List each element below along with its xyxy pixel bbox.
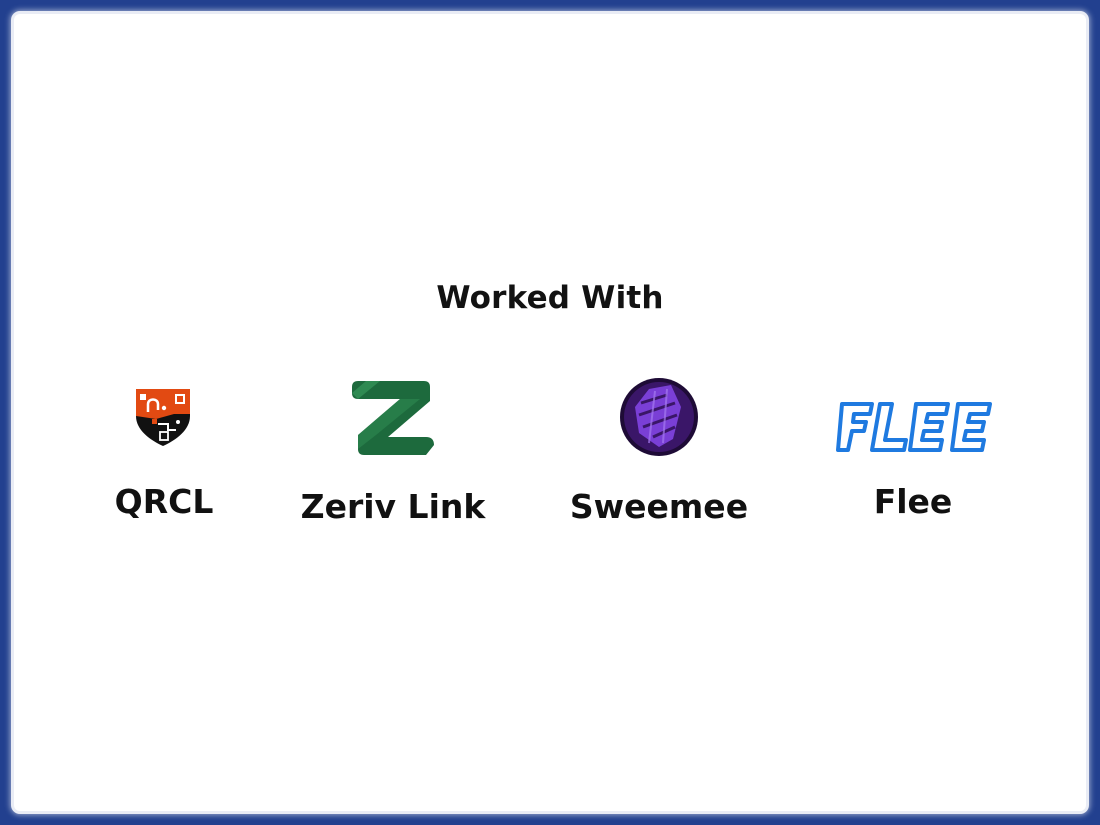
partner-name-qrcl: QRCL (114, 482, 214, 521)
partner-name-sweemee: Sweemee (569, 487, 749, 526)
zeriv-z-logo-icon (352, 381, 434, 455)
flee-wordmark-logo-icon (836, 402, 992, 452)
partner-name-flee: Flee (873, 482, 953, 521)
partner-name-zeriv-link: Zeriv Link (300, 487, 486, 526)
qrcl-shield-logo-icon (136, 389, 190, 446)
sweemee-purple-circle-logo-icon (620, 378, 698, 456)
section-heading: Worked With (436, 280, 664, 316)
content-card (14, 14, 1086, 811)
